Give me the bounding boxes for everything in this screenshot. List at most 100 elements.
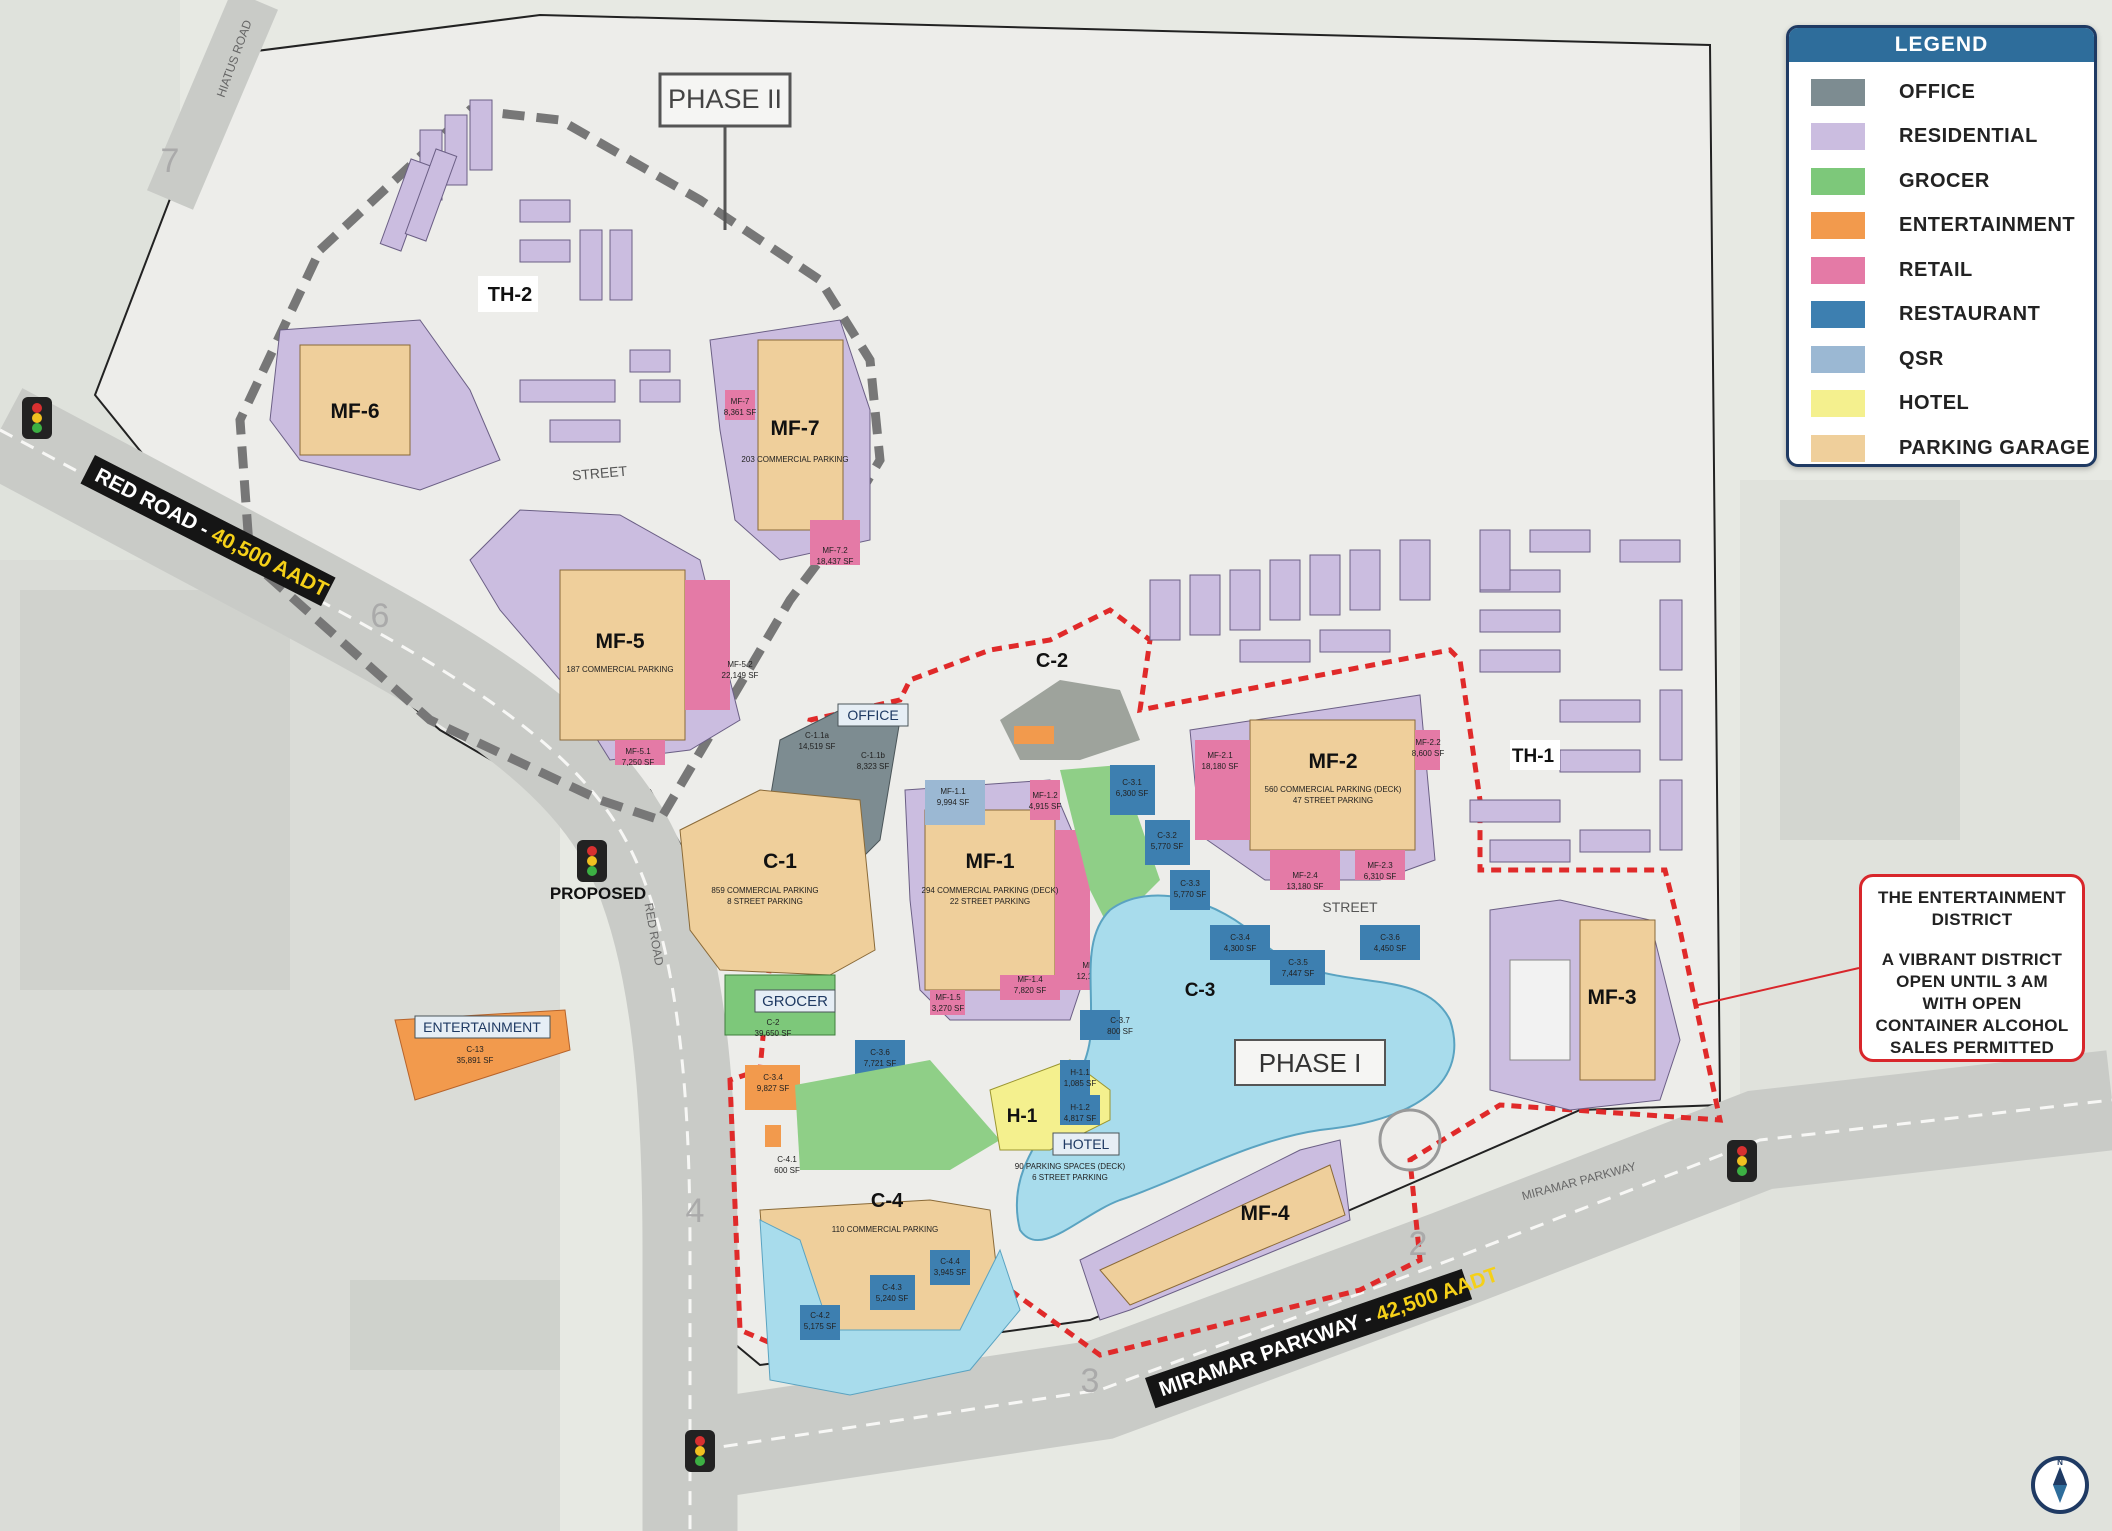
entertainment-district-callout: THE ENTERTAINMENT DISTRICT A VIBRANT DIS… [1859,874,2085,1062]
legend-item: RETAIL [1811,248,2094,293]
legend-title: LEGEND [1789,28,2094,62]
mf5-2-sf: 22,149 SF [722,671,759,680]
h1-note-a: 90 PARKING SPACES (DECK) [1015,1162,1126,1171]
mf5-2-name: MF-5.2 [727,660,753,669]
c4-note: 110 COMMERCIAL PARKING [832,1225,939,1234]
c1-1a-name: C-1.1a [805,731,830,740]
mf7-2-name: MF-7.2 [822,546,848,555]
grocer-tag [754,989,836,1013]
c3-7-sf: 800 SF [1107,1027,1133,1036]
h1-2-name: H-1.2 [1070,1103,1090,1112]
entertainment-tag [414,1015,551,1039]
mf2-1-retail [1195,740,1250,840]
traffic-signal-icon [22,397,52,439]
c3-4-name: C-3.4 [763,1073,783,1082]
mf2-4-name: MF-2.4 [1292,871,1318,880]
c3-label: C-3 [1185,980,1216,1001]
mf2-note-a: 560 COMMERCIAL PARKING (DECK) [1265,785,1402,794]
road-number-2: 2 [1409,1225,1428,1263]
c4-1-entertainment [765,1125,781,1147]
c1-note-a: 859 COMMERCIAL PARKING [711,886,818,895]
h1-label: H-1 [1007,1106,1038,1127]
c3-3-name: C-3.3 [1180,879,1200,888]
mf1-2-name: MF-1.2 [1032,791,1058,800]
th2-tag-bg [478,276,538,312]
legend-label: OFFICE [1899,80,1976,103]
mf5-1-sf: 7,250 SF [622,758,655,767]
phase1-box [1234,1039,1386,1086]
th2-label: TH-2 [488,284,532,306]
mf2-3-name: MF-2.3 [1367,861,1393,870]
central-green [1060,765,1160,930]
legend-swatch [1811,212,1865,240]
mf2-2-name: MF-2.2 [1415,738,1441,747]
miramar-lane [699,1098,2112,1452]
mf3-garage [1579,919,1656,1081]
h1-1-sf: 1,085 SF [1064,1079,1097,1088]
mf7-1-retail [725,390,755,420]
mf1-4-sf: 7,820 SF [1014,986,1047,995]
c4-3-sf: 5,240 SF [876,1294,909,1303]
mf1-garage [924,809,1056,991]
sw-buildings [350,1280,560,1370]
mf1-5-sf: 3,270 SF [932,1004,965,1013]
legend-item: HOTEL [1811,382,2094,427]
mf1-2-sf: 4,915 SF [1029,802,1062,811]
mf1-1-name: MF-1.1 [940,787,966,796]
th1-label: TH-1 [1512,746,1555,767]
mf1-1-qsr [925,780,985,825]
c13-sf: 35,891 SF [457,1056,494,1065]
mf7-label: MF-7 [771,417,820,440]
mf2-3-sf: 6,310 SF [1364,872,1397,881]
c1-label: C-1 [763,850,797,873]
c4-2-name: C-4.2 [810,1311,830,1320]
mf7-2-retail [810,520,860,565]
c3-3-sf: 5,770 SF [1174,890,1207,899]
red-road-lane [0,428,692,1531]
c2-1-name: C-2 [767,1018,780,1027]
phase1-label: PHASE I [1259,1048,1362,1078]
mf1-note-a: 294 COMMERCIAL PARKING (DECK) [922,886,1059,895]
east-buildings [1780,500,1960,840]
c2-label: C-2 [1036,650,1068,672]
mf6-garage [299,344,411,456]
callout-body-2: OPEN UNTIL 3 AM [1896,972,2048,991]
south-green [795,1060,1000,1170]
mf7-note: 203 COMMERCIAL PARKING [741,455,848,464]
c1-1b-name: C-1.1b [861,751,886,760]
entertainment-tag-text: ENTERTAINMENT [423,1019,541,1035]
legend-swatch [1811,390,1865,418]
c4-2-restaurant [800,1305,840,1340]
mf1-label: MF-1 [966,850,1015,873]
c3-2-name: C-3.2 [1157,831,1177,840]
c3-restaurants [1080,765,1420,1040]
legend-swatch [1811,301,1865,329]
mf1-4-retail [1000,975,1060,1000]
c3-5-sf: 7,447 SF [1282,969,1315,978]
c4-label: C-4 [871,1190,904,1212]
mf2-2-retail [1415,730,1440,770]
legend-item: GROCER [1811,159,2094,204]
mf2-4-sf: 13,180 SF [1287,882,1324,891]
c2-1-sf: 39,650 SF [755,1029,792,1038]
office-tag [837,703,909,727]
th1-tag-bg [1510,740,1560,770]
phase2-box [658,72,792,128]
grocer-tag-text: GROCER [762,993,828,1010]
legend-swatch [1811,256,1865,284]
compass-north: N [2057,1458,2063,1467]
mf1-5-name: MF-1.5 [935,993,961,1002]
h1-2-restaurant [1060,1095,1100,1125]
callout-leader [1697,967,1860,1006]
th2-townhomes [379,99,681,443]
callout-title-2: DISTRICT [1931,910,2013,929]
street-label-east: STREET [1322,899,1378,915]
road-number-3: 3 [1081,1362,1100,1400]
roundabout-east [1378,1108,1442,1172]
hiatus-road [146,0,279,210]
c3-4b-name: C-3.4 [1230,933,1250,942]
traffic-signal-icon [685,1430,715,1472]
